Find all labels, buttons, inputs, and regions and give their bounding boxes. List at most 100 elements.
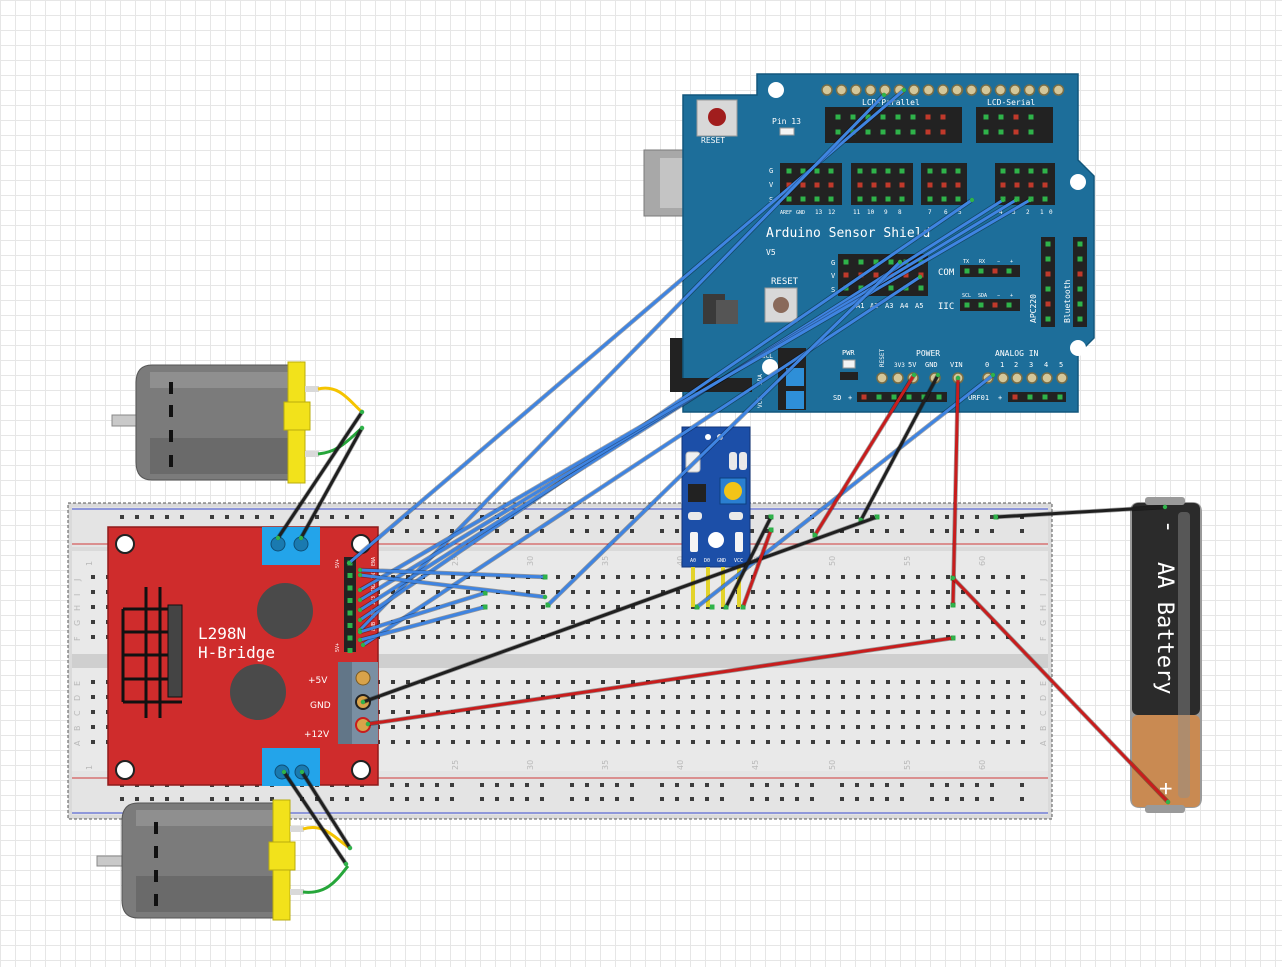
analog-pin[interactable] — [918, 272, 924, 278]
breadboard-hole[interactable] — [91, 680, 95, 684]
breadboard-hole[interactable] — [451, 575, 455, 579]
breadboard-hole[interactable] — [646, 575, 650, 579]
control-header-pin[interactable] — [347, 610, 353, 616]
breadboard-hole[interactable] — [916, 620, 920, 624]
lcd-pin[interactable] — [895, 114, 901, 120]
wire-blue[interactable] — [546, 260, 902, 607]
breadboard-hole[interactable] — [721, 710, 725, 714]
wire-black[interactable] — [361, 515, 879, 704]
breadboard-hole[interactable] — [556, 680, 560, 684]
top-header-pin[interactable] — [821, 84, 833, 96]
wire-endpoint[interactable] — [357, 567, 363, 573]
breadboard-hole[interactable] — [436, 710, 440, 714]
breadboard-hole[interactable] — [406, 680, 410, 684]
wire-endpoint[interactable] — [897, 259, 903, 265]
rail-hole[interactable] — [765, 515, 769, 519]
rail-hole[interactable] — [600, 515, 604, 519]
breadboard-hole[interactable] — [961, 575, 965, 579]
breadboard-hole[interactable] — [781, 680, 785, 684]
bluetooth-pin[interactable] — [1077, 316, 1083, 322]
breadboard-hole[interactable] — [706, 710, 710, 714]
breadboard-hole[interactable] — [946, 575, 950, 579]
wire-red[interactable] — [366, 636, 955, 726]
breadboard-hole[interactable] — [931, 575, 935, 579]
breadboard-hole[interactable] — [526, 695, 530, 699]
rail-hole[interactable] — [765, 529, 769, 533]
rail-hole[interactable] — [225, 515, 229, 519]
breadboard-hole[interactable] — [421, 710, 425, 714]
wire-blue[interactable] — [358, 573, 547, 599]
top-header-pin[interactable] — [965, 84, 978, 96]
breadboard-hole[interactable] — [976, 680, 980, 684]
apc220-header[interactable] — [1041, 237, 1055, 327]
breadboard-hole[interactable] — [571, 680, 575, 684]
wire-endpoint[interactable] — [990, 372, 996, 378]
rail-hole[interactable] — [600, 783, 604, 787]
breadboard-hole[interactable] — [601, 710, 605, 714]
analog-pin[interactable] — [888, 285, 894, 291]
breadboard-hole[interactable] — [1021, 635, 1025, 639]
rail-hole[interactable] — [405, 529, 409, 533]
aa-battery[interactable]: AA Battery - + — [1130, 497, 1202, 813]
lcd-pin[interactable] — [1028, 129, 1034, 135]
breadboard-hole[interactable] — [826, 725, 830, 729]
rail-hole[interactable] — [765, 797, 769, 801]
wire-endpoint[interactable] — [360, 642, 366, 648]
breadboard-hole[interactable] — [841, 620, 845, 624]
rail-hole[interactable] — [390, 783, 394, 787]
breadboard-hole[interactable] — [406, 605, 410, 609]
digital-pin[interactable] — [1028, 182, 1034, 188]
wire-blue[interactable] — [358, 198, 974, 622]
breadboard-hole[interactable] — [556, 710, 560, 714]
breadboard-hole[interactable] — [826, 740, 830, 744]
breadboard-hole[interactable] — [391, 605, 395, 609]
rail-hole[interactable] — [450, 797, 454, 801]
rail-hole[interactable] — [810, 529, 814, 533]
control-header-pin[interactable] — [347, 598, 353, 603]
breadboard-hole[interactable] — [871, 695, 875, 699]
wire-endpoint[interactable] — [1162, 504, 1168, 510]
breadboard-hole[interactable] — [466, 590, 470, 594]
wire-endpoint[interactable] — [1000, 197, 1006, 203]
digital-pin[interactable] — [1042, 168, 1048, 174]
breadboard-hole[interactable] — [811, 605, 815, 609]
breadboard-hole[interactable] — [991, 680, 995, 684]
rail-hole[interactable] — [765, 783, 769, 787]
breadboard-hole[interactable] — [91, 575, 95, 579]
wire-black[interactable] — [859, 373, 940, 522]
digital-pin[interactable] — [1028, 168, 1034, 174]
breadboard-hole[interactable] — [751, 680, 755, 684]
wire-endpoint[interactable] — [360, 699, 366, 705]
rail-hole[interactable] — [420, 783, 424, 787]
breadboard-hole[interactable] — [646, 725, 650, 729]
breadboard-hole[interactable] — [571, 725, 575, 729]
breadboard-hole[interactable] — [856, 620, 860, 624]
breadboard-hole[interactable] — [451, 725, 455, 729]
breadboard-hole[interactable] — [1021, 710, 1025, 714]
breadboard-hole[interactable] — [886, 695, 890, 699]
lcd-pin[interactable] — [1013, 114, 1019, 120]
lcd-pin[interactable] — [835, 129, 841, 135]
breadboard-hole[interactable] — [511, 620, 515, 624]
wire-red[interactable] — [813, 373, 916, 537]
breadboard-hole[interactable] — [946, 605, 950, 609]
iic-header[interactable] — [960, 299, 1020, 311]
shield-reset-button-cap[interactable] — [773, 297, 789, 313]
breadboard-hole[interactable] — [766, 740, 770, 744]
breadboard-hole[interactable] — [496, 695, 500, 699]
rail-hole[interactable] — [450, 529, 454, 533]
breadboard-hole[interactable] — [571, 605, 575, 609]
rail-hole[interactable] — [480, 783, 484, 787]
rail-hole[interactable] — [750, 797, 754, 801]
breadboard-hole[interactable] — [991, 575, 995, 579]
breadboard-hole[interactable] — [961, 590, 965, 594]
breadboard-hole[interactable] — [961, 635, 965, 639]
digital-pin[interactable] — [814, 182, 820, 188]
breadboard-hole[interactable] — [826, 680, 830, 684]
breadboard-hole[interactable] — [526, 590, 530, 594]
rail-hole[interactable] — [855, 783, 859, 787]
sensor-module[interactable]: A0 D0 GND VCC — [681, 426, 751, 607]
apc220-pin[interactable] — [1045, 301, 1051, 307]
rail-hole[interactable] — [330, 515, 334, 519]
breadboard-hole[interactable] — [721, 620, 725, 624]
